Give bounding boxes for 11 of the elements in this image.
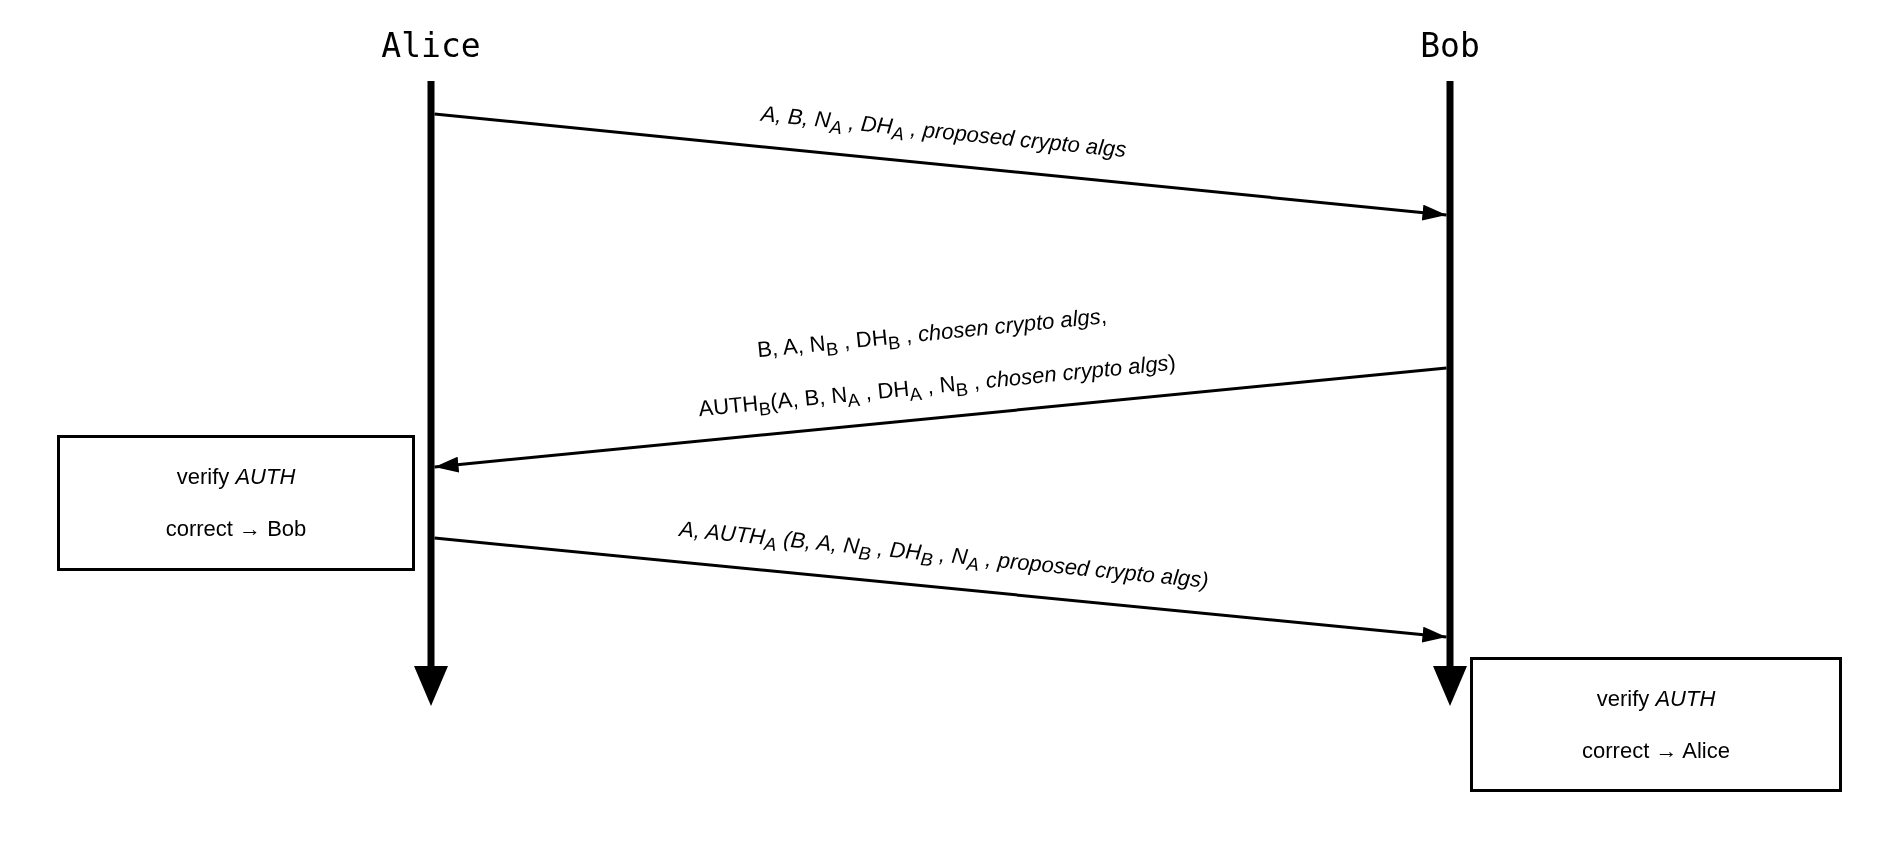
participant-name: Alice (381, 26, 481, 66)
message-arrow (434, 536, 1447, 643)
note-box (1470, 657, 1842, 792)
participant-name: Bob (1420, 26, 1480, 66)
message-arrow (434, 366, 1447, 473)
note-text: verify AUTH (176, 464, 296, 490)
message-arrow (434, 112, 1447, 221)
note-text: verify AUTH (1596, 685, 1716, 712)
note-box (57, 435, 415, 571)
note-text: correct → Bob (165, 516, 307, 542)
note-text: correct → Alice (1582, 737, 1730, 764)
